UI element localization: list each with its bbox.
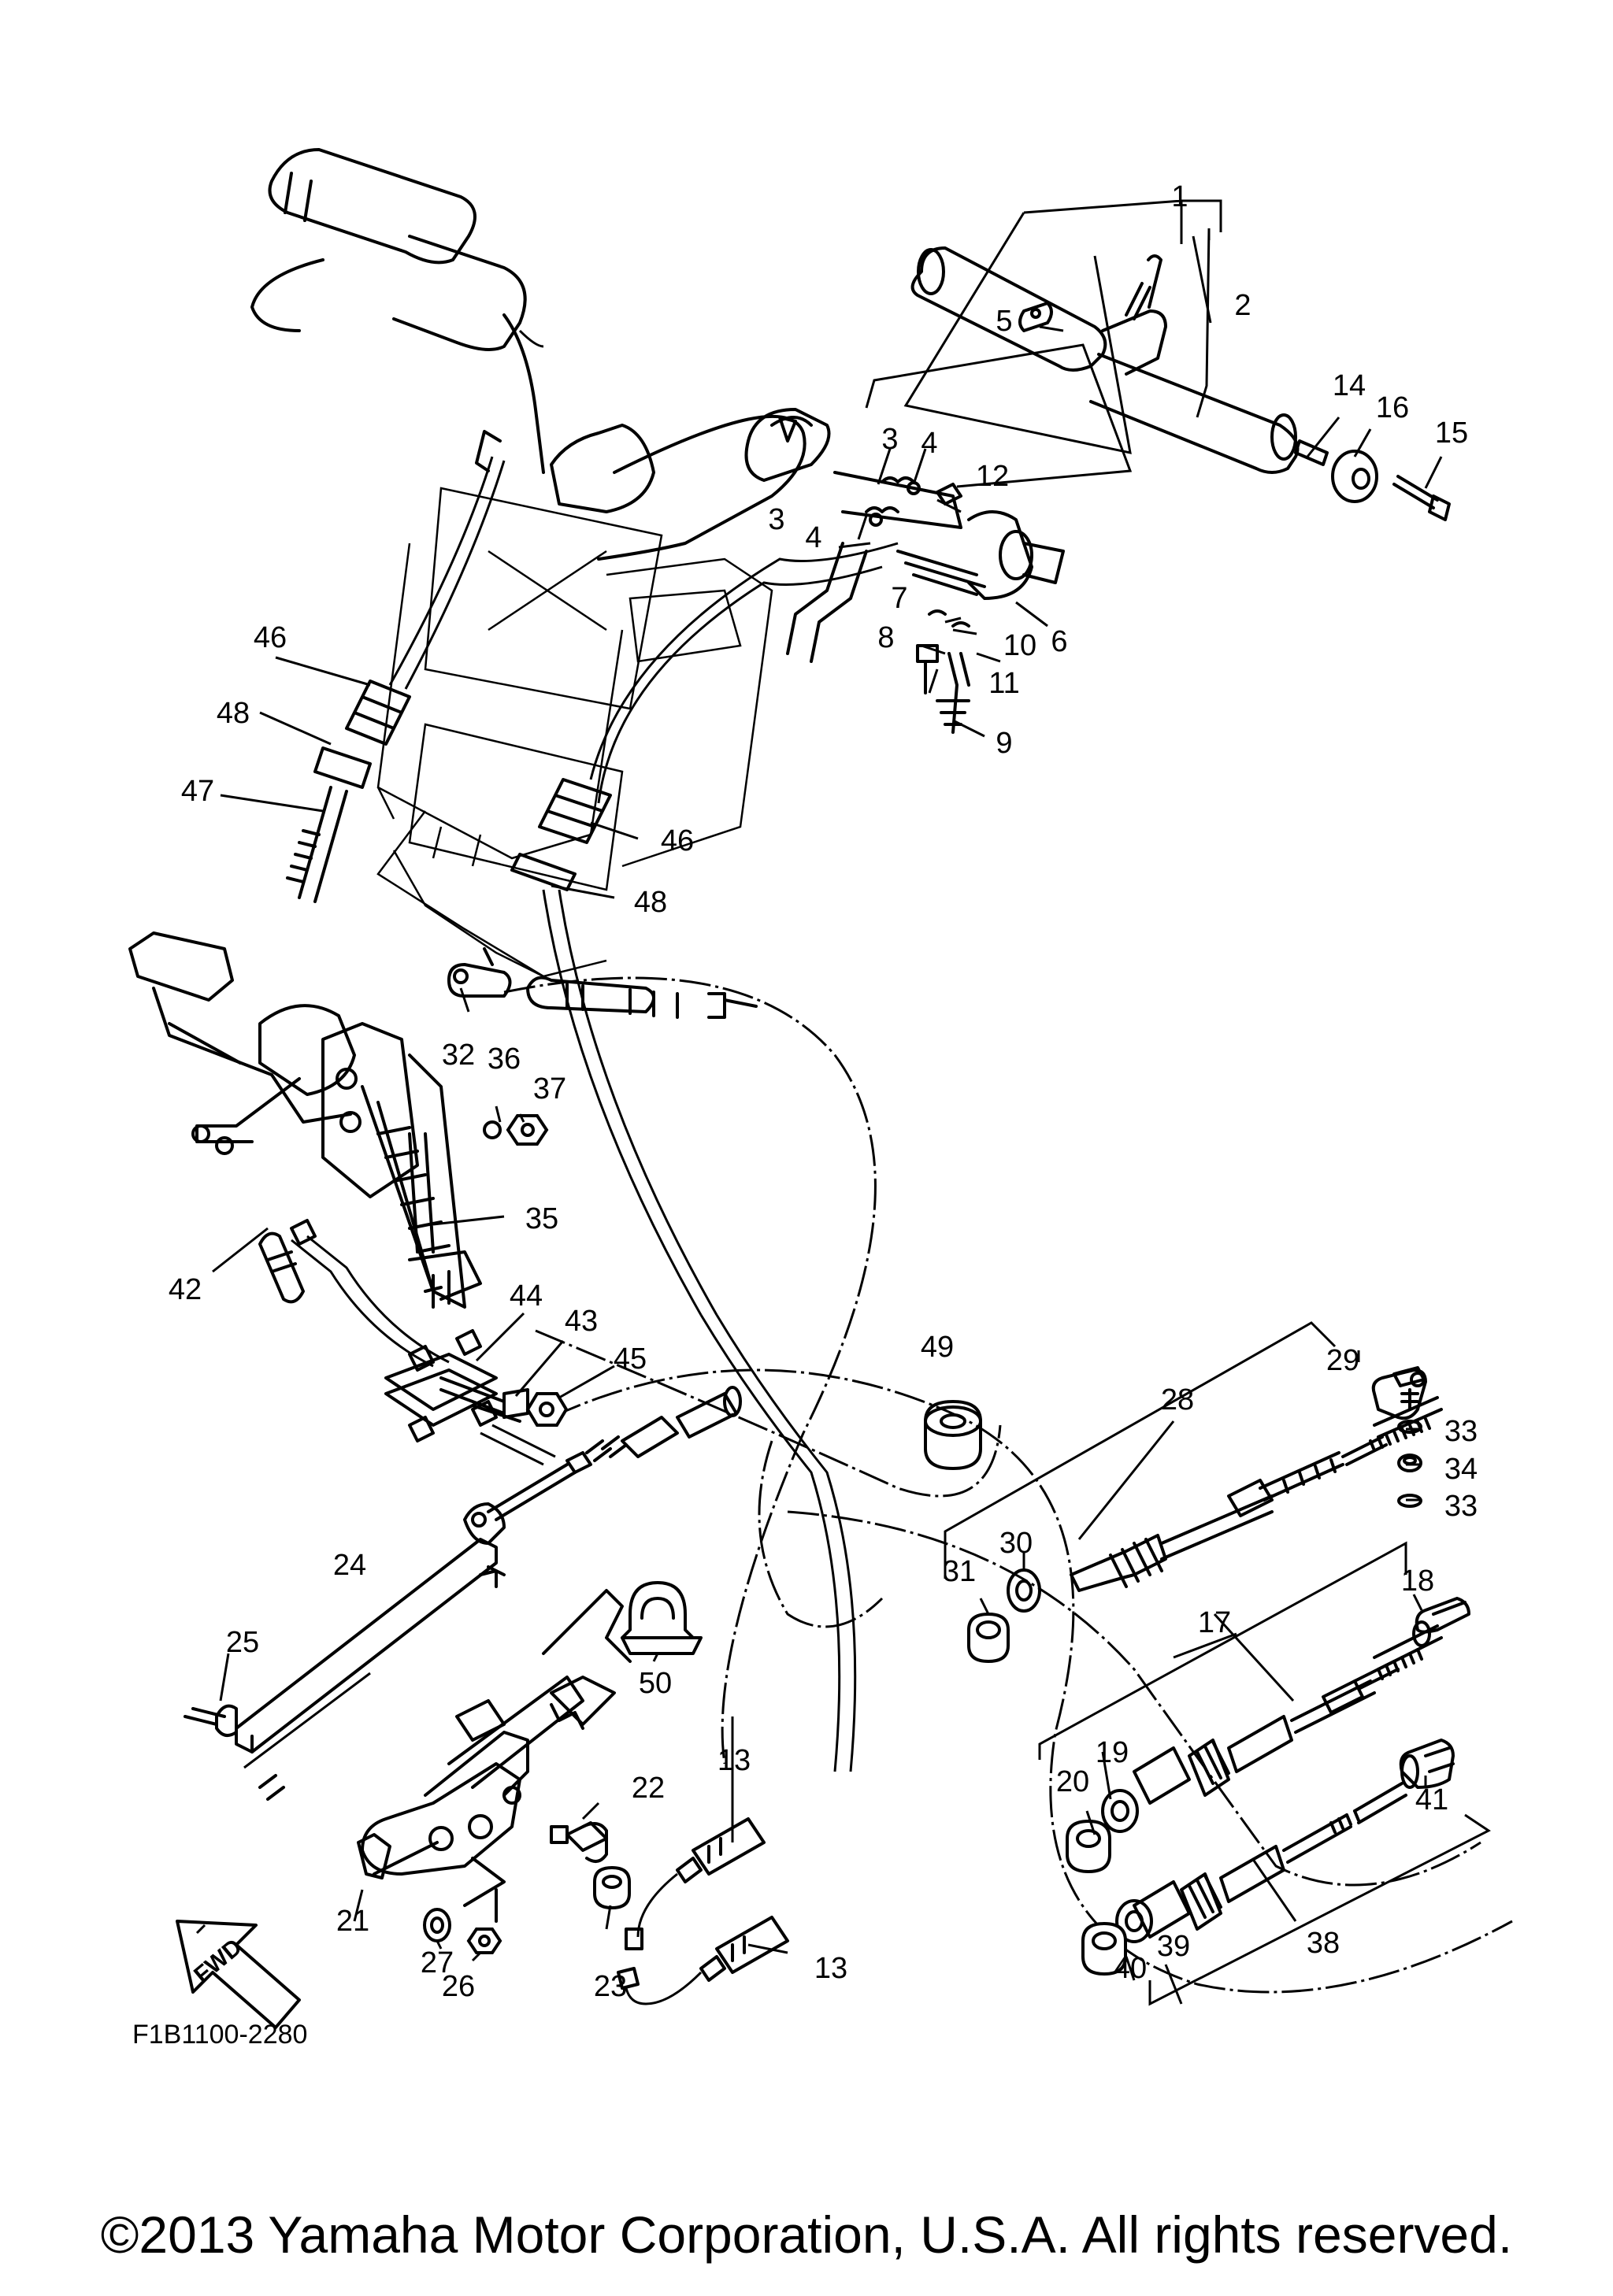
callout-26: 26 <box>442 1970 475 2003</box>
pedal-assembly <box>128 931 482 1368</box>
callout-37: 37 <box>533 1072 566 1105</box>
callout-1: 1 <box>1171 180 1188 213</box>
callout-38: 38 <box>1307 1927 1340 1960</box>
callout-21: 21 <box>336 1905 369 1938</box>
callout-29: 29 <box>1326 1344 1359 1377</box>
callout-46b: 46 <box>661 824 694 857</box>
callout-12: 12 <box>976 460 1009 493</box>
callout-14: 14 <box>1333 369 1366 402</box>
callout-6: 6 <box>1051 625 1067 658</box>
callout-18: 18 <box>1401 1565 1434 1598</box>
fwd-arrow-icon: FWD <box>176 1920 301 2029</box>
callout-23: 23 <box>594 1970 627 2003</box>
callout-19: 19 <box>1096 1736 1129 1769</box>
callout-13b: 13 <box>814 1952 847 1985</box>
callout-9: 9 <box>996 727 1012 760</box>
throttle-grip-assembly <box>910 246 1300 474</box>
callout-7: 7 <box>891 582 907 615</box>
shift-cables <box>503 976 1513 1994</box>
copyright-notice: ©2013 Yamaha Motor Corporation, U.S.A. A… <box>100 2205 1513 2264</box>
clamp-50 <box>621 1581 703 1655</box>
callout-15: 15 <box>1435 417 1468 450</box>
sensor-cables-13 <box>617 1817 789 2005</box>
callout-5: 5 <box>996 305 1012 338</box>
callout-41: 41 <box>1415 1783 1448 1816</box>
leader-lines <box>195 199 1491 2006</box>
handlebar-outline <box>250 148 813 978</box>
callout-48b: 48 <box>634 886 667 919</box>
callout-25: 25 <box>226 1626 259 1659</box>
callout-45: 45 <box>614 1342 647 1376</box>
cable-38 <box>1081 1739 1455 1976</box>
callout-39: 39 <box>1157 1930 1190 1963</box>
callout-31: 31 <box>943 1555 976 1588</box>
callout-8: 8 <box>877 621 894 654</box>
shift-cable-17 <box>1066 1597 1470 1874</box>
callout-46: 46 <box>254 621 287 654</box>
callout-17: 17 <box>1198 1606 1231 1639</box>
callout-28: 28 <box>1161 1383 1194 1416</box>
callout-10: 10 <box>1003 629 1036 662</box>
callout-20: 20 <box>1056 1765 1089 1798</box>
callout-32: 32 <box>442 1039 475 1072</box>
callout-4b: 4 <box>805 521 821 554</box>
diagram-code: F1B1100-2280 <box>132 2020 307 2050</box>
callout-44: 44 <box>510 1279 543 1313</box>
callout-49: 49 <box>921 1331 954 1364</box>
cable-bracket-43-44-45 <box>384 1329 569 1466</box>
cable-end-parts <box>447 947 758 1146</box>
callout-33: 33 <box>1444 1415 1478 1448</box>
throttle-housing <box>744 408 1065 734</box>
callout-47: 47 <box>181 775 214 808</box>
callout-27: 27 <box>421 1946 454 1979</box>
grommet-49 <box>924 1400 982 1470</box>
callout-2: 2 <box>1234 289 1251 322</box>
callout-3: 3 <box>881 423 898 456</box>
callout-36: 36 <box>488 1042 521 1076</box>
callout-numbers: 1 2 3 4 3 4 5 6 7 8 9 10 11 12 14 16 15 … <box>169 180 1478 2003</box>
callout-50: 50 <box>639 1667 672 1700</box>
callout-3b: 3 <box>768 503 784 536</box>
throttle-cables <box>286 430 899 1772</box>
callout-33b: 33 <box>1444 1490 1478 1523</box>
shift-cable-28 <box>967 1366 1443 1664</box>
callout-40: 40 <box>1114 1952 1147 1985</box>
callout-30: 30 <box>999 1527 1033 1560</box>
callout-16: 16 <box>1376 391 1409 424</box>
callout-42: 42 <box>169 1273 202 1306</box>
shift-lever-assembly <box>184 1386 742 1923</box>
callout-22: 22 <box>632 1772 665 1805</box>
callout-34: 34 <box>1444 1453 1478 1486</box>
callout-4: 4 <box>921 427 937 460</box>
small-hardware <box>423 1821 631 1954</box>
callout-13: 13 <box>718 1744 751 1777</box>
callout-35: 35 <box>525 1202 558 1235</box>
callout-43: 43 <box>565 1305 598 1338</box>
callout-48: 48 <box>217 697 250 730</box>
grip-end-parts <box>1294 439 1451 521</box>
callout-24: 24 <box>333 1549 366 1582</box>
callout-11: 11 <box>988 667 1019 700</box>
